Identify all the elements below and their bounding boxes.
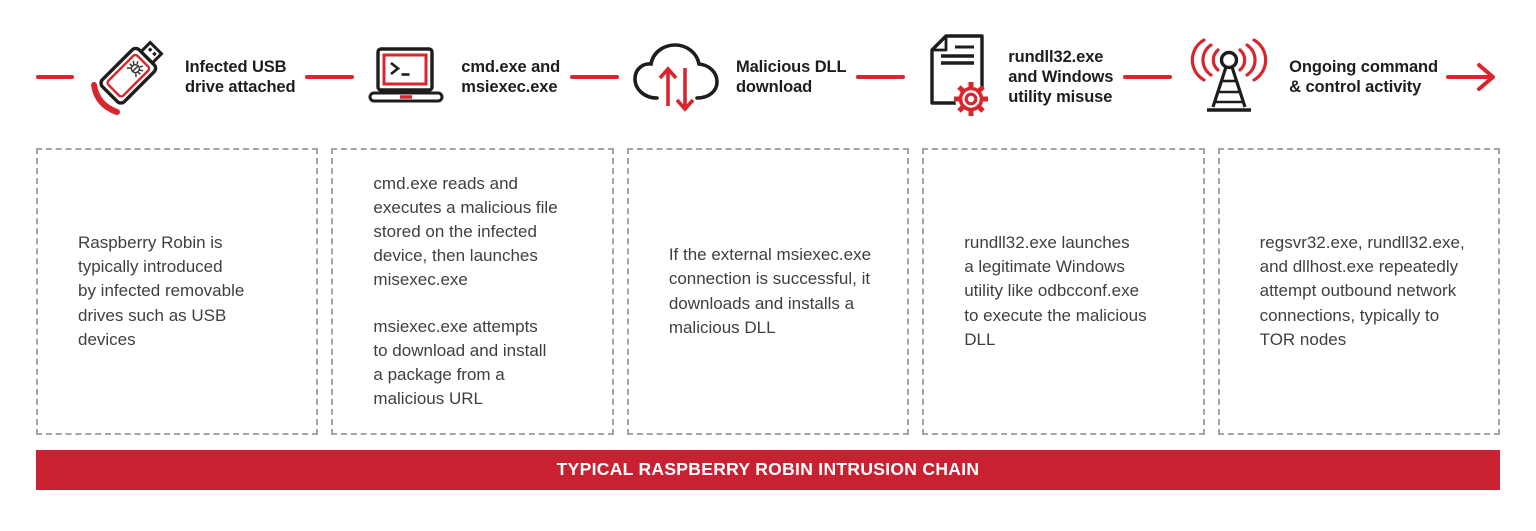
connector-line xyxy=(570,75,619,79)
cloud-transfer-icon xyxy=(633,43,719,112)
description-text: Raspberry Robin is typically introduced … xyxy=(78,233,245,349)
stage-label-malicious-dll: Malicious DLL download xyxy=(735,57,847,96)
stage-label-command-control: Ongoing command & control activity xyxy=(1289,57,1439,96)
description-box-command-control: regsvr32.exe, rundll32.exe, and dllhost.… xyxy=(1217,148,1501,435)
description-box-cmd-msiexec: cmd.exe reads and executes a malicious f… xyxy=(331,148,614,435)
chain-end-arrow-icon xyxy=(1446,63,1496,91)
chain-title-banner: TYPICAL RASPBERRY ROBIN INTRUSION CHAIN xyxy=(36,450,1500,490)
stage-infected-usb: Infected USB drive attached xyxy=(86,33,296,121)
terminal-laptop-icon xyxy=(368,47,444,103)
intrusion-chain-row: Infected USB drive attached cmd.exe and … xyxy=(36,16,1500,138)
connector-line xyxy=(1123,75,1173,79)
connector-line xyxy=(856,75,906,79)
description-text: cmd.exe reads and executes a malicious f… xyxy=(373,173,558,290)
stage-label-cmd-msiexec: cmd.exe and msiexec.exe xyxy=(461,57,561,96)
chain-start-line xyxy=(36,75,74,79)
description-box-rundll32: rundll32.exe launches a legitimate Windo… xyxy=(922,148,1205,435)
description-box-malicious-dll: If the external msiexec.exe connection i… xyxy=(626,148,910,435)
stage-label-rundll32: rundll32.exe and Windows utility misuse xyxy=(1008,47,1114,107)
connector-line xyxy=(305,75,355,79)
stage-command-control: Ongoing command & control activity xyxy=(1182,35,1438,119)
document-gear-icon xyxy=(930,34,989,116)
description-box-infected-usb: Raspberry Robin is typically introduced … xyxy=(36,148,319,435)
description-text: rundll32.exe launches a legitimate Windo… xyxy=(964,233,1147,349)
stage-malicious-dll-download: Malicious DLL download xyxy=(629,39,847,115)
radio-tower-icon xyxy=(1191,38,1268,112)
chain-title-text: TYPICAL RASPBERRY ROBIN INTRUSION CHAIN xyxy=(556,459,980,479)
stage-cmd-msiexec: cmd.exe and msiexec.exe xyxy=(364,46,560,108)
description-boxes-row: Raspberry Robin is typically introduced … xyxy=(36,148,1501,435)
stage-label-infected-usb: Infected USB drive attached xyxy=(185,57,296,96)
description-text: If the external msiexec.exe connection i… xyxy=(668,245,872,337)
usb-drive-icon xyxy=(91,40,164,115)
description-text: regsvr32.exe, rundll32.exe, and dllhost.… xyxy=(1259,233,1465,349)
stage-rundll32-misuse: rundll32.exe and Windows utility misuse xyxy=(915,31,1113,123)
description-text: msiexec.exe attempts to download and ins… xyxy=(373,316,547,408)
